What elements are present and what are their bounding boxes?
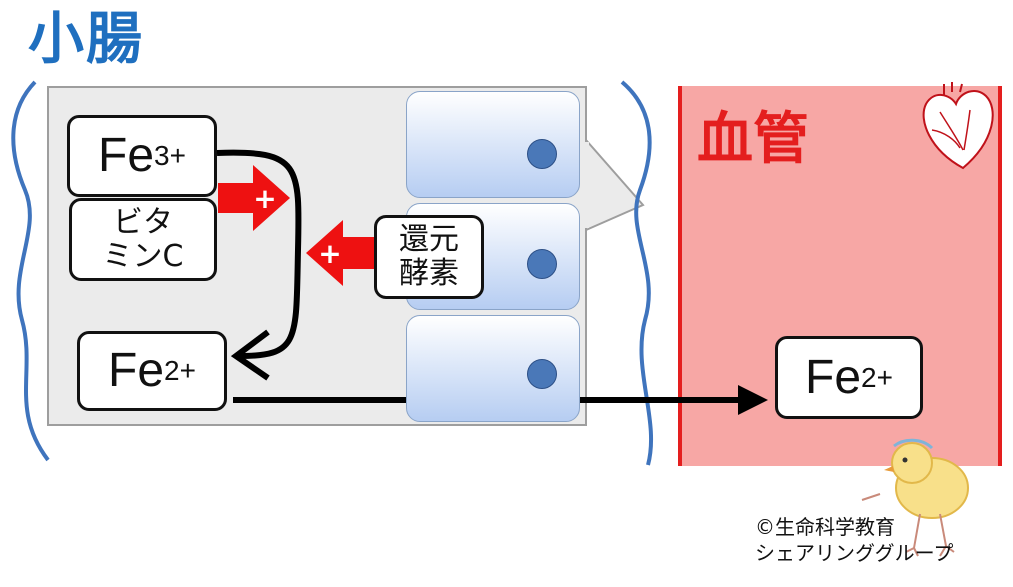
vitamin-c-box: ビタ ミンC	[69, 198, 217, 281]
fe2-charge: 2+	[861, 361, 893, 393]
enterocyte-cell	[406, 91, 580, 198]
left-wavy-brace	[11, 80, 50, 462]
reductase-line1: 還元	[399, 222, 459, 257]
reductase-line2: 酵素	[399, 256, 459, 291]
fe3-charge: 3+	[154, 140, 186, 171]
copyright-notice: ©生命科学教育 シェアリンググループ	[755, 514, 953, 566]
heart-icon	[922, 82, 994, 170]
fe2-charge: 2+	[164, 355, 196, 386]
vitamin-c-line1: ビタ	[113, 204, 173, 240]
enterocyte-cell	[406, 315, 580, 422]
cell-nucleus	[527, 139, 557, 169]
reductase-promote-arrow	[306, 220, 378, 286]
cell-nucleus	[527, 359, 557, 389]
vitamin-c-plus-sign: +	[253, 182, 276, 215]
cell-nucleus	[527, 249, 557, 279]
reduction-curve-arrow	[216, 149, 302, 359]
vitamin-c-line2: ミンC	[102, 238, 184, 274]
vitamin-c-promote-arrow	[218, 165, 290, 231]
fe2-symbol: Fe	[805, 350, 862, 404]
reductase-plus-sign: +	[318, 237, 341, 270]
copyright-line2: シェアリンググループ	[755, 541, 954, 565]
fe3-symbol: Fe	[98, 129, 155, 182]
reductase-box: 還元 酵素	[374, 215, 484, 299]
reduction-arrow-head	[230, 329, 270, 381]
blood-vessel-title: 血管	[697, 107, 809, 172]
right-wavy-brace	[620, 80, 653, 466]
transport-arrow-head	[738, 385, 768, 415]
intestine-title: 小腸	[28, 7, 144, 72]
callout-joint	[583, 142, 589, 228]
chick-mascot	[861, 438, 969, 557]
copyright-line1: ©生命科学教育	[755, 515, 895, 539]
fe2-symbol: Fe	[108, 344, 165, 397]
